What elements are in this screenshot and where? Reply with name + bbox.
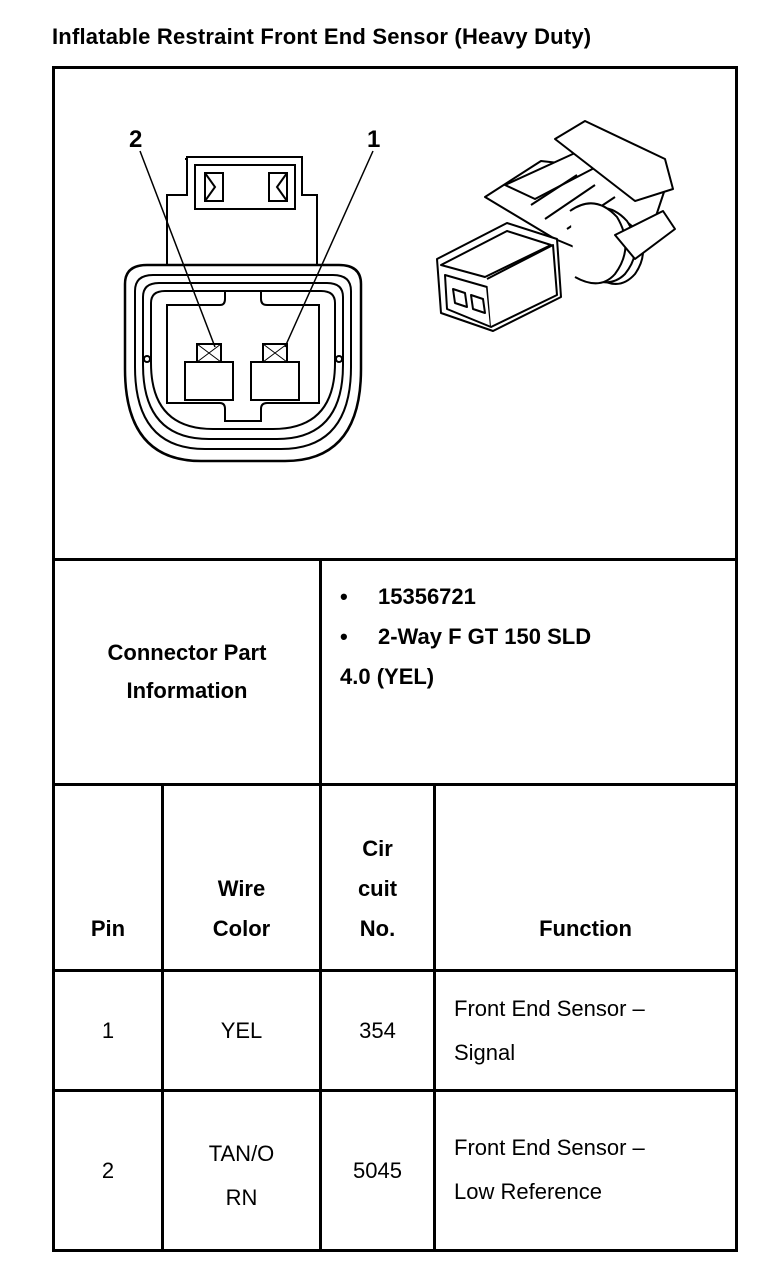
table-border-top <box>52 66 738 69</box>
header-function: Function <box>539 916 632 941</box>
table-border-left <box>52 66 55 1252</box>
connector-description: 2-Way F GT 150 SLD <box>378 624 592 649</box>
divider-image-bottom <box>52 558 738 561</box>
connector-info-label-line1: Connector Part <box>107 640 267 665</box>
connector-diagram: 2 1 <box>123 120 676 463</box>
row1-pin: 1 <box>101 1017 115 1043</box>
connector-info-label-line2: Information <box>126 678 248 703</box>
divider-pin-column <box>161 783 164 1252</box>
leader-line-pin-1 <box>284 150 374 348</box>
terminal-pin-1 <box>250 361 300 401</box>
row1-function: Front End Sensor – Signal <box>454 995 645 1065</box>
connector-description-item: • 2-Way F GT 150 SLD <box>340 617 735 657</box>
document-title: Inflatable Restraint Front End Sensor (H… <box>52 24 592 49</box>
bullet-icon: • <box>340 624 348 649</box>
header-wire-color: Wire Color <box>212 876 271 941</box>
pin-1-label: 1 <box>367 126 380 153</box>
divider-circuit-column <box>433 783 436 1252</box>
divider-row1-bottom <box>52 1089 738 1092</box>
connector-info-details: • 15356721 • 2-Way F GT 150 SLD 4.0 (YEL… <box>322 561 735 783</box>
connector-body-outer <box>123 263 363 463</box>
bullet-icon: • <box>340 584 348 609</box>
table-border-bottom <box>52 1249 738 1252</box>
part-number: 15356721 <box>378 584 476 609</box>
row2-function: Front End Sensor – Low Reference <box>454 1135 645 1204</box>
header-pin: Pin <box>90 916 126 941</box>
row1-circuit: 354 <box>359 1017 396 1043</box>
row2-wire-color: TAN/O RN <box>208 1140 275 1210</box>
connector-cavity <box>166 290 320 422</box>
connector-isometric-view <box>436 120 676 332</box>
row2-circuit: 5045 <box>353 1157 402 1183</box>
terminal-pin-2 <box>184 361 234 401</box>
leader-line-pin-2 <box>139 150 216 348</box>
connector-description-continuation: 4.0 (YEL) <box>340 664 435 689</box>
divider-info-column <box>319 558 322 786</box>
header-circuit-no: Cir cuit No. <box>357 836 398 941</box>
part-number-item: • 15356721 <box>340 577 735 617</box>
row2-pin: 2 <box>101 1157 115 1183</box>
connector-info-label: Connector Part Information <box>55 561 319 783</box>
row1-wire-color: YEL <box>220 1017 263 1043</box>
table-border-right <box>735 66 738 1252</box>
divider-info-bottom <box>52 783 738 786</box>
divider-wire-column <box>319 783 322 1252</box>
pin-2-label: 2 <box>129 126 142 153</box>
divider-header-bottom <box>52 969 738 972</box>
